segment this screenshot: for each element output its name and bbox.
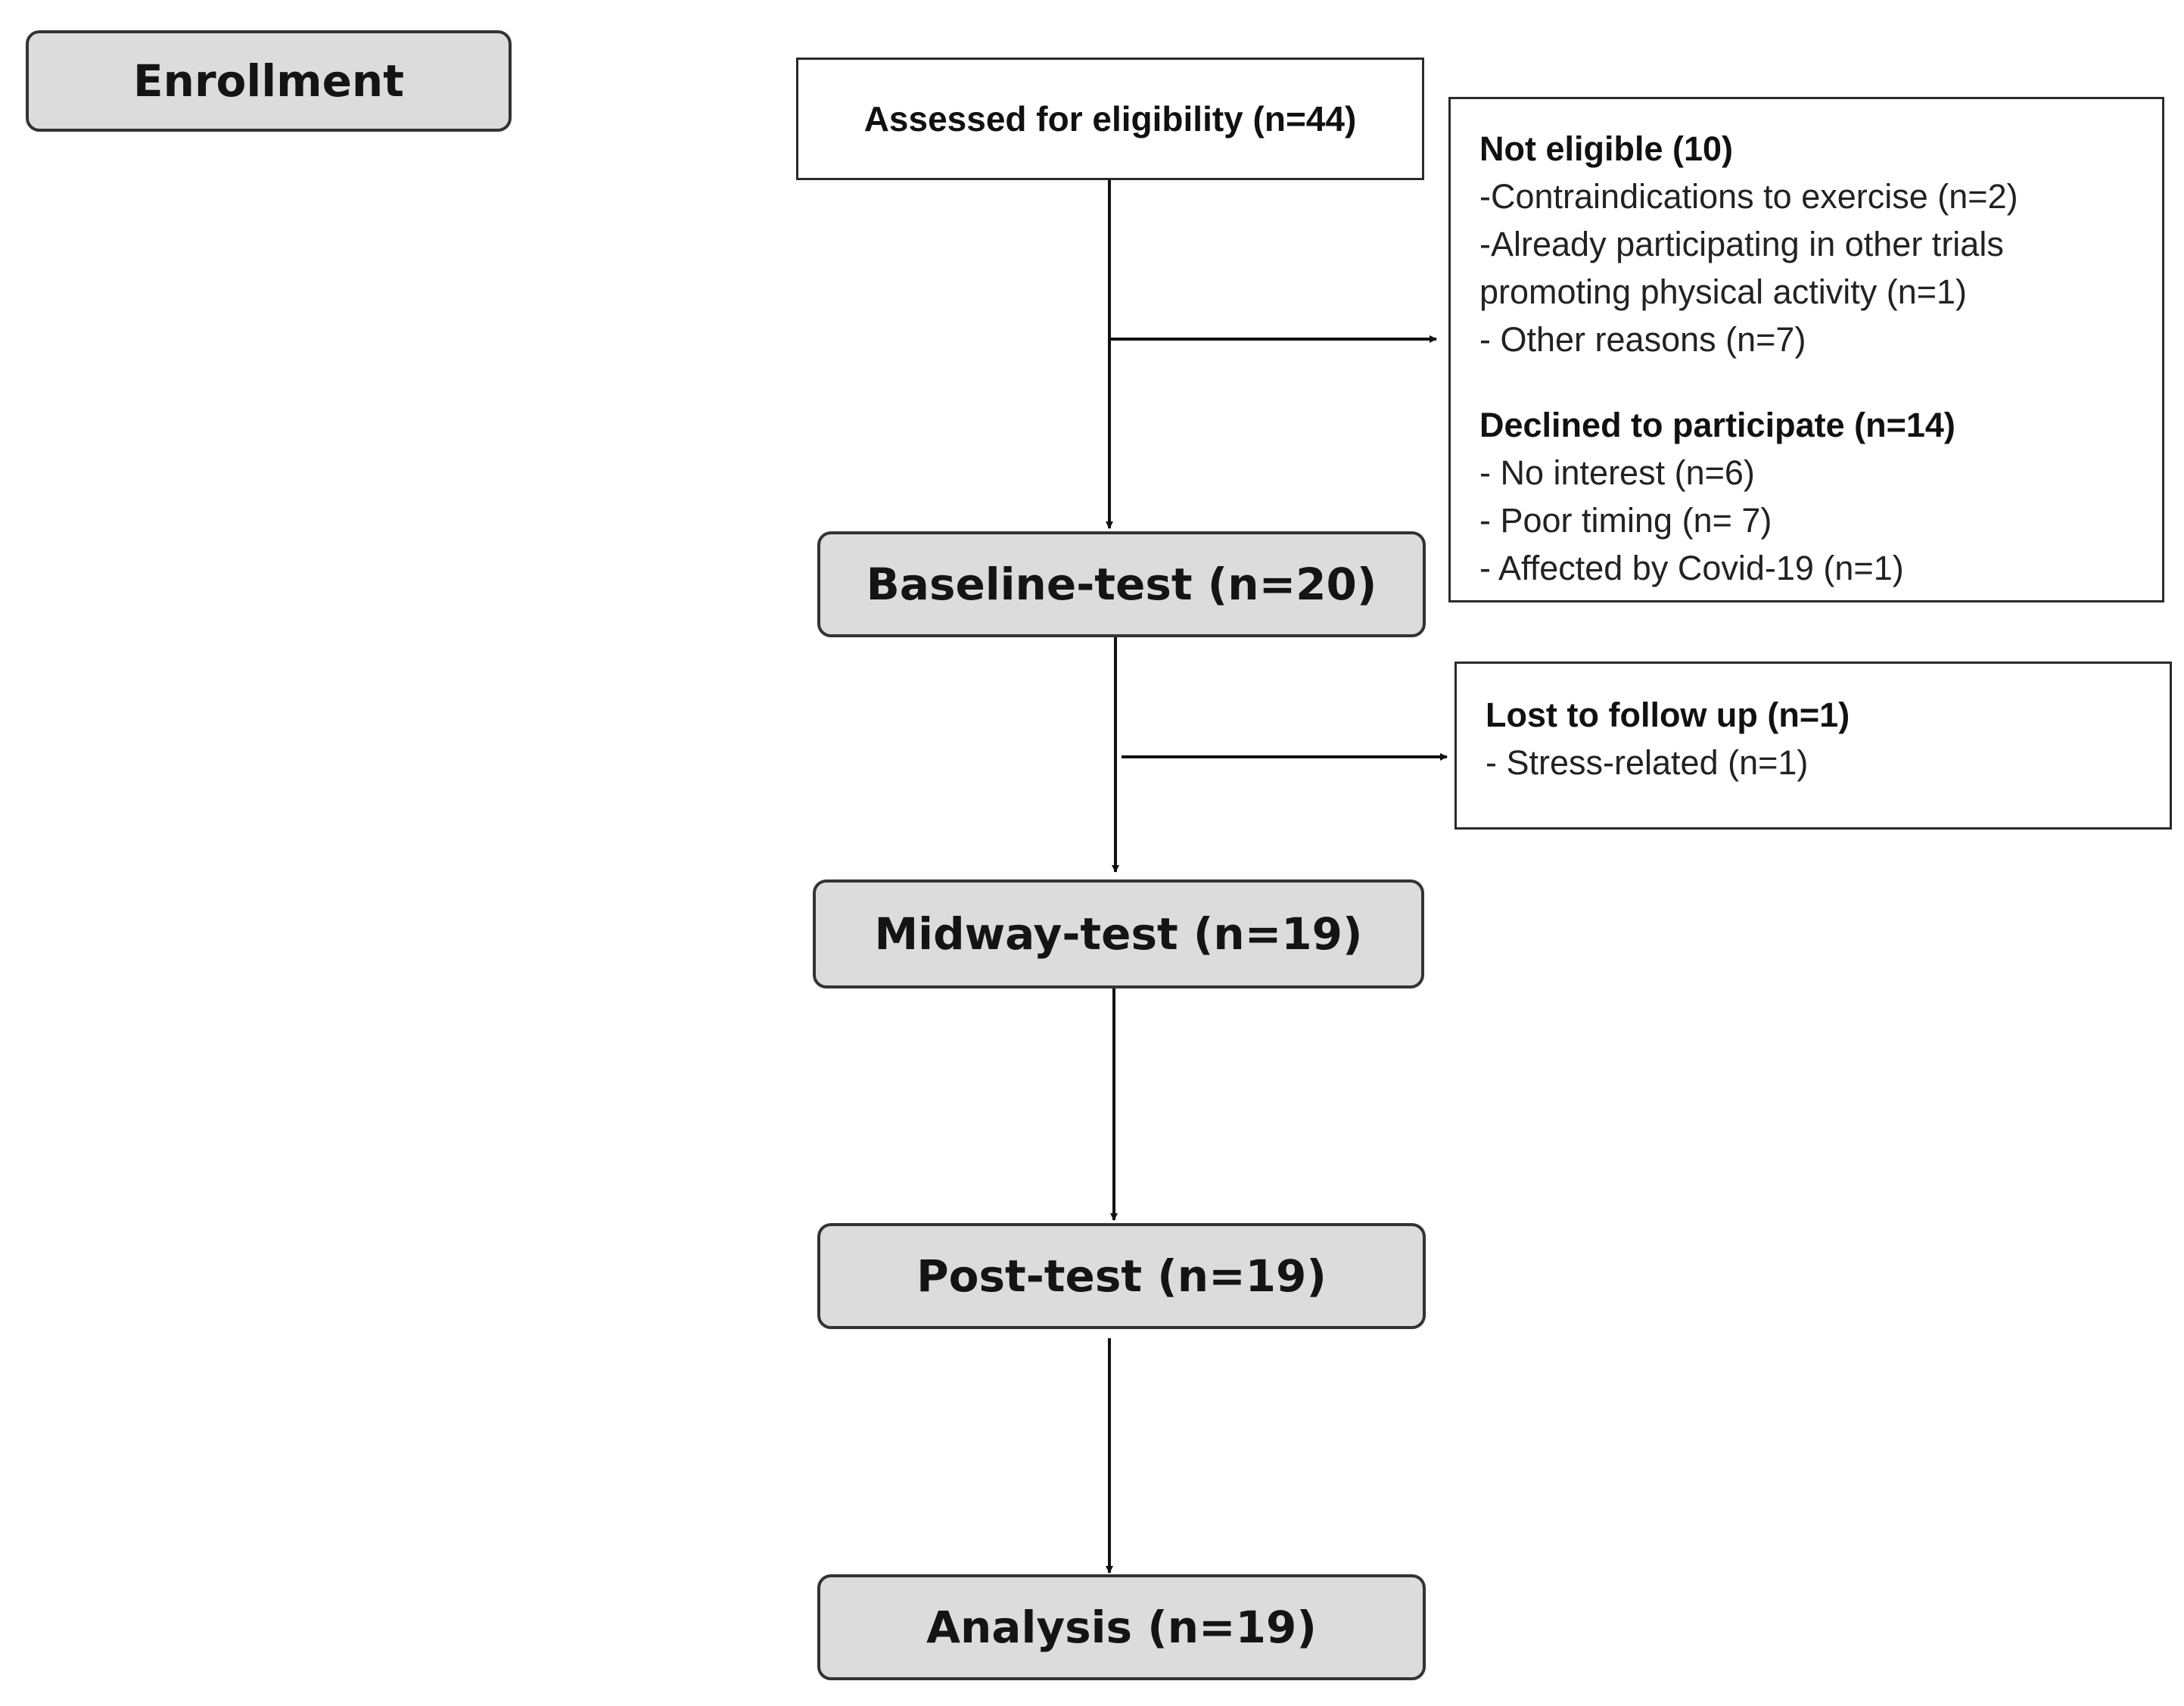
declined-heading: Declined to participate (n=14)	[1479, 406, 1955, 444]
baseline-test-box: Baseline-test (n=20)	[817, 531, 1426, 637]
declined-item: - No interest (n=6)	[1479, 453, 1755, 492]
not-eligible-item: -Contraindications to exercise (n=2)	[1479, 177, 2018, 216]
analysis-box: Analysis (n=19)	[817, 1574, 1426, 1680]
post-test-box: Post-test (n=19)	[817, 1223, 1426, 1329]
midway-test-box: Midway-test (n=19)	[813, 879, 1424, 988]
assessed-eligibility-box: Assessed for eligibility (n=44)	[796, 58, 1424, 180]
lost-follow-up-box: Lost to follow up (n=1) - Stress-related…	[1454, 662, 2172, 830]
enrollment-label: Enrollment	[26, 30, 512, 132]
not-eligible-heading: Not eligible (10)	[1479, 129, 1734, 168]
exclusions-box: Not eligible (10) -Contraindications to …	[1448, 97, 2164, 602]
lost-follow-up-heading: Lost to follow up (n=1)	[1486, 696, 1850, 734]
not-eligible-item: - Other reasons (n=7)	[1479, 320, 1806, 359]
not-eligible-item: -Already participating in other trials	[1479, 225, 2004, 263]
not-eligible-item: promoting physical activity (n=1)	[1479, 272, 1968, 311]
declined-item: - Affected by Covid-19 (n=1)	[1479, 549, 1904, 587]
declined-item: - Poor timing (n= 7)	[1479, 501, 1772, 540]
lost-follow-up-item: - Stress-related (n=1)	[1486, 743, 1809, 782]
